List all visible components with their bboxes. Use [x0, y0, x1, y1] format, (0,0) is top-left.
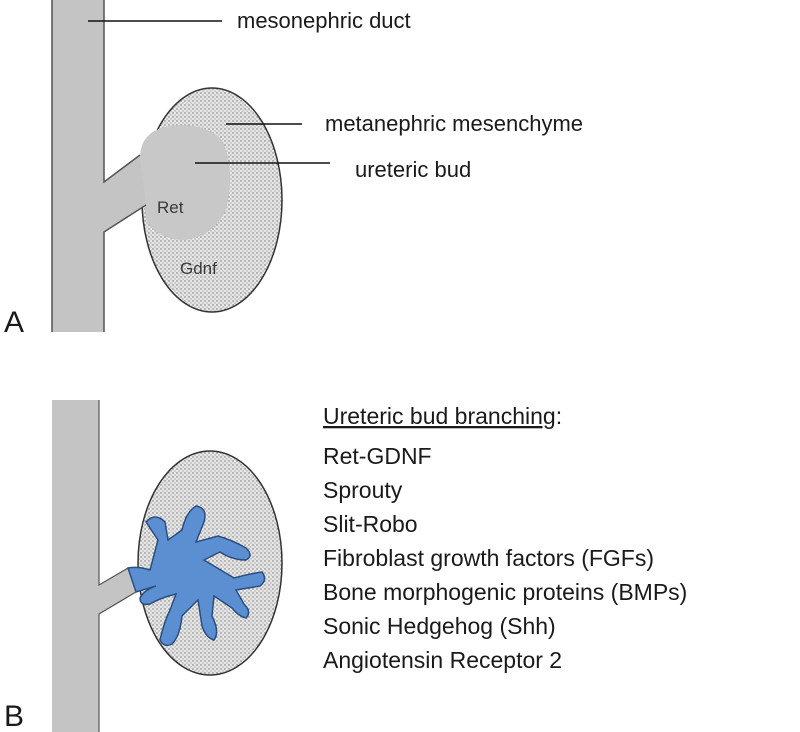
mesonephric-duct-label: mesonephric duct: [237, 8, 411, 33]
panel-b-letter: B: [4, 700, 24, 732]
panel-b: Ureteric bud branching: Ret-GDNF SproutyS…: [4, 400, 687, 732]
gdnf-label: Gdnf: [180, 259, 217, 278]
mesonephric-duct-shape: [52, 0, 146, 332]
factor-item: Ret-GDNF: [323, 443, 432, 469]
ret-label: Ret: [157, 198, 184, 217]
factor-item: Bone morphogenic proteins (BMPs): [323, 579, 687, 605]
branching-ureteric-bud-shape: [127, 505, 266, 647]
panel-a: mesonephric duct metanephric mesenchyme …: [4, 0, 583, 339]
ureteric-bud-label: ureteric bud: [355, 157, 471, 182]
branching-heading: Ureteric bud branching:: [323, 403, 562, 429]
branching-heading-text: Ureteric bud branching: [323, 403, 556, 429]
ureteric-bud-shape: [140, 125, 231, 240]
metanephric-mesenchyme-label: metanephric mesenchyme: [325, 111, 583, 136]
factor-item: Angiotensin Receptor 2: [323, 647, 562, 673]
factor-item: Fibroblast growth factors (FGFs): [323, 545, 654, 571]
factor-item: Sprouty: [323, 477, 403, 503]
factor-item: Sonic Hedgehog (Shh): [323, 613, 556, 639]
branching-heading-colon: :: [556, 403, 562, 429]
mesonephric-duct-shape-b: [52, 400, 136, 732]
factor-item: Slit-Robo: [323, 511, 418, 537]
panel-a-letter: A: [4, 306, 24, 339]
